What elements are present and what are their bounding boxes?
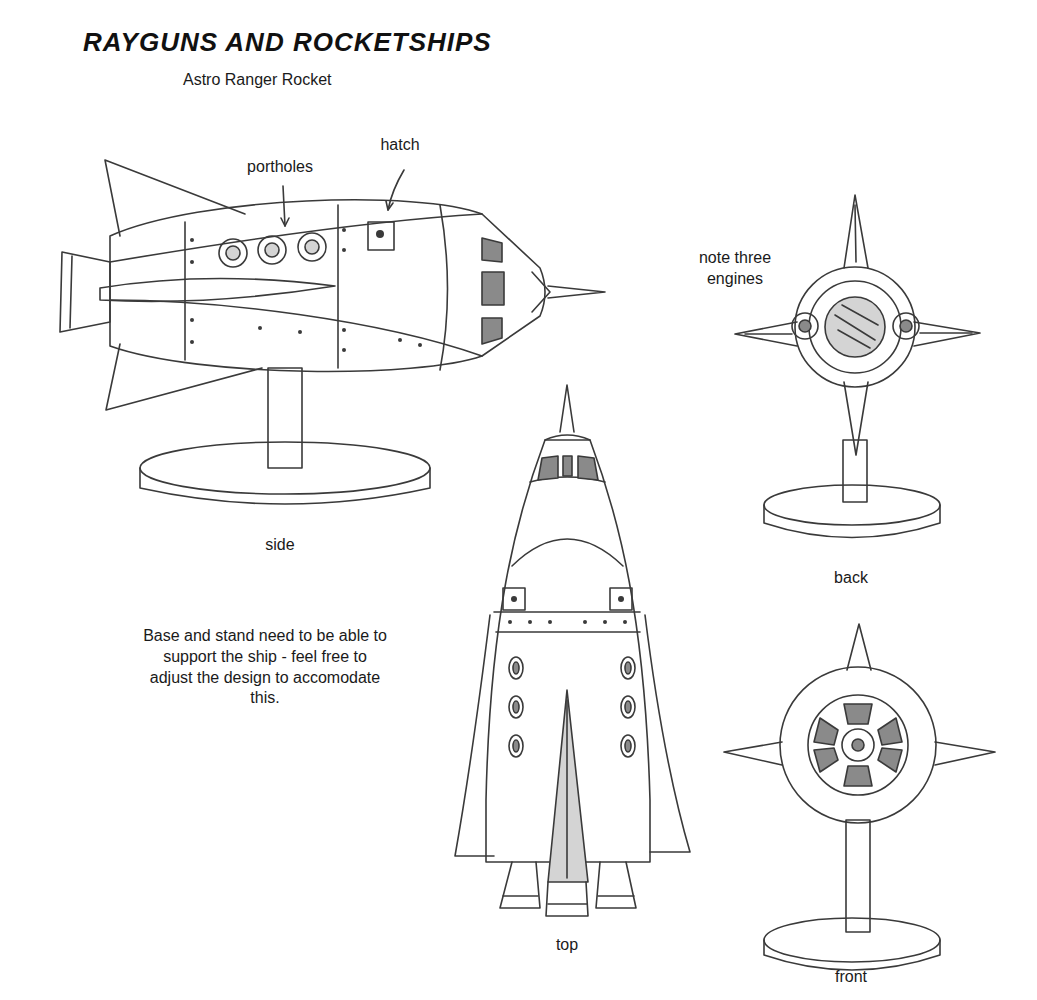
view-label: front — [811, 967, 891, 988]
part-name: hatch — [360, 135, 440, 156]
front-view — [724, 624, 995, 970]
top-view — [455, 385, 690, 916]
view-label: top — [527, 935, 607, 956]
view-label: back — [811, 568, 891, 589]
note: note three engines — [680, 248, 790, 290]
back-view — [735, 195, 980, 538]
subtitle: Astro Ranger Rocket — [183, 70, 332, 91]
view-label: side — [240, 535, 320, 556]
side-view — [60, 160, 605, 504]
page-title: RAYGUNS AND ROCKETSHIPS — [83, 26, 492, 60]
leader-line — [388, 170, 404, 210]
design-note: Base and stand need to be able to suppor… — [140, 626, 390, 709]
leader-line — [283, 186, 285, 226]
part-name: portholes — [225, 157, 335, 178]
